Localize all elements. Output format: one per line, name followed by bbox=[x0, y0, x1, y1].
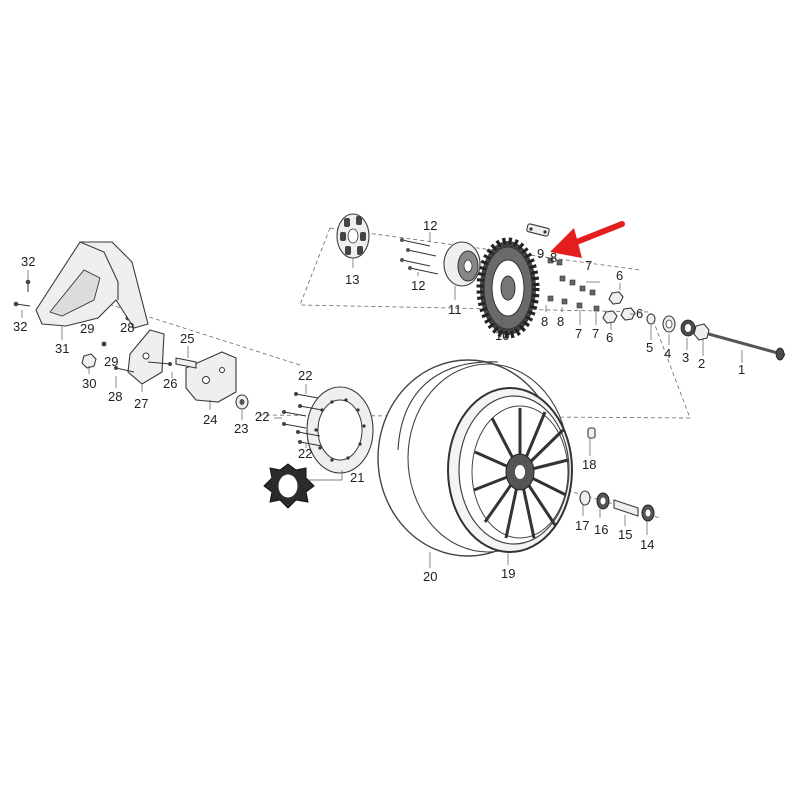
part-sprocket bbox=[476, 237, 540, 339]
callout-6a: 6 bbox=[616, 268, 623, 283]
callout-12b: 12 bbox=[411, 278, 425, 293]
part-disc-bolts bbox=[274, 384, 323, 448]
part-carrier-studs bbox=[400, 232, 439, 276]
part-chain-guard bbox=[35, 241, 149, 340]
callout-3: 3 bbox=[682, 350, 689, 365]
callout-2: 2 bbox=[698, 356, 705, 371]
callout-7c: 7 bbox=[592, 326, 599, 341]
callout-15: 15 bbox=[618, 527, 632, 542]
callout-11: 11 bbox=[448, 302, 462, 317]
callout-32a: 32 bbox=[21, 254, 35, 269]
callout-8c: 8 bbox=[557, 314, 564, 329]
callout-7a: 7 bbox=[585, 258, 592, 273]
callout-10: 10 bbox=[495, 328, 509, 343]
callout-21: 21 bbox=[350, 470, 364, 485]
part-chain-master-link bbox=[526, 223, 550, 237]
part-wheel-bearing-group bbox=[579, 490, 655, 535]
highlight-arrow bbox=[550, 221, 625, 258]
callout-13: 13 bbox=[345, 272, 359, 287]
callout-17: 17 bbox=[575, 518, 589, 533]
callout-19: 19 bbox=[501, 566, 515, 581]
callout-1: 1 bbox=[738, 362, 745, 377]
callout-18: 18 bbox=[582, 457, 596, 472]
callout-28a: 28 bbox=[120, 320, 134, 335]
callout-28b: 28 bbox=[108, 389, 122, 404]
callout-29b: 29 bbox=[104, 354, 118, 369]
callout-12a: 12 bbox=[423, 218, 437, 233]
callout-29a: 29 bbox=[80, 321, 94, 336]
callout-27: 27 bbox=[134, 396, 148, 411]
part-guard-screws bbox=[13, 270, 31, 318]
part-chain-guide-bracket bbox=[127, 329, 165, 392]
part-slide-pin bbox=[175, 346, 197, 369]
part-disc-carrier bbox=[263, 463, 343, 509]
callout-26: 26 bbox=[163, 376, 177, 391]
callout-30: 30 bbox=[82, 376, 96, 391]
callout-9: 9 bbox=[537, 246, 544, 261]
callout-4: 4 bbox=[664, 346, 671, 361]
part-caliper-bracket bbox=[185, 351, 237, 410]
callout-32b: 32 bbox=[13, 319, 27, 334]
callout-20: 20 bbox=[423, 569, 437, 584]
callout-23: 23 bbox=[234, 421, 248, 436]
callout-16: 16 bbox=[594, 522, 608, 537]
callout-24: 24 bbox=[203, 412, 217, 427]
part-left-spacer bbox=[235, 394, 249, 420]
callout-31: 31 bbox=[55, 341, 69, 356]
callout-7b: 7 bbox=[575, 326, 582, 341]
part-sprocket-carrier bbox=[443, 241, 481, 300]
callout-14: 14 bbox=[640, 537, 654, 552]
part-brake-disc bbox=[306, 386, 374, 474]
callout-8a: 8 bbox=[550, 250, 557, 265]
part-tire-valve bbox=[587, 427, 596, 456]
callout-5: 5 bbox=[646, 340, 653, 355]
part-sprocket-fasteners bbox=[545, 257, 636, 330]
callout-22b: 22 bbox=[255, 409, 269, 424]
callout-labels: 1 2 3 4 5 6 6 6 7 7 7 8 8 8 8 9 10 11 12… bbox=[13, 218, 745, 584]
part-axle bbox=[704, 331, 786, 363]
callout-25: 25 bbox=[180, 331, 194, 346]
part-cush-drive-damper bbox=[336, 213, 370, 268]
part-wheel-rim bbox=[447, 387, 573, 565]
callout-6b: 6 bbox=[636, 306, 643, 321]
callout-8b: 8 bbox=[541, 314, 548, 329]
callout-22a: 22 bbox=[298, 368, 312, 383]
part-nut bbox=[81, 353, 97, 374]
callout-6c: 6 bbox=[606, 330, 613, 345]
part-axle-end-group bbox=[646, 313, 710, 356]
callout-22c: 22 bbox=[298, 446, 312, 461]
